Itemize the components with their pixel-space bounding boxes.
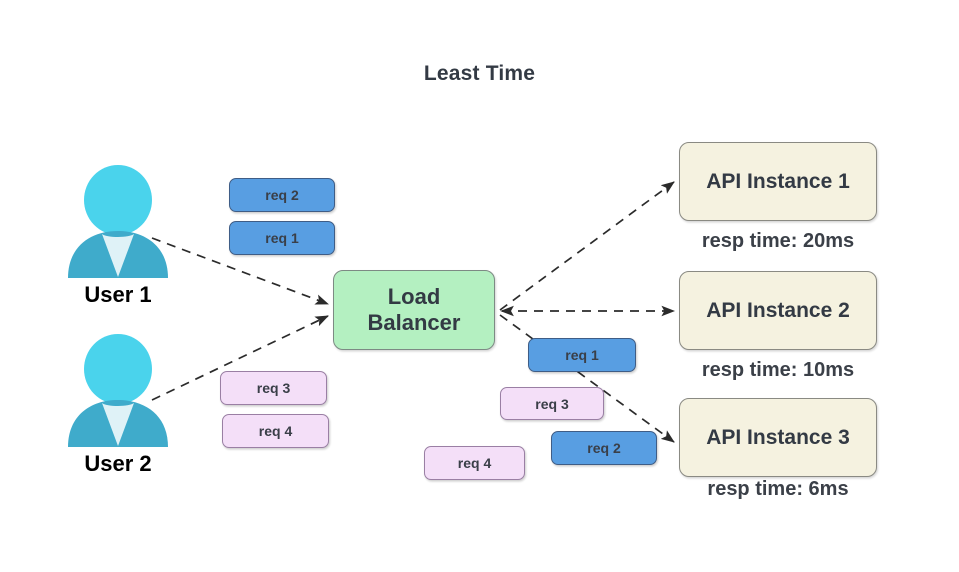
- edge-load-balancer-to-api-1: [499, 181, 675, 311]
- actor-label: User 1: [84, 282, 152, 307]
- api-instance-2-node[interactable]: API Instance 2: [679, 271, 877, 350]
- api-instance-1-resp-time: resp time: 20ms: [701, 230, 855, 252]
- api-instance-label: API Instance 2: [706, 298, 850, 322]
- page-title: Least Time: [423, 62, 536, 85]
- actor-user-2: User 2: [52, 334, 184, 477]
- load-balancer-node[interactable]: Load Balancer: [333, 270, 495, 350]
- api-instance-3-resp-time: resp time: 6ms: [707, 478, 849, 500]
- edge-load-balancer-to-api-3: [499, 314, 675, 443]
- user-avatar-icon: [62, 334, 174, 449]
- api-instance-label: API Instance 1: [706, 169, 850, 193]
- api-instance-2-resp-time: resp time: 10ms: [701, 359, 855, 381]
- request-chip-queued-user1-req2[interactable]: req 2: [229, 178, 335, 212]
- actor-user-1: User 1: [52, 165, 184, 308]
- request-chip-inflight-req3[interactable]: req 3: [500, 387, 604, 420]
- request-chip-queued-user2-req3[interactable]: req 3: [220, 371, 327, 405]
- request-chip-inflight-req4[interactable]: req 4: [424, 446, 525, 480]
- load-balancer-label-line1: Load: [387, 283, 441, 309]
- api-instance-label: API Instance 3: [706, 425, 850, 449]
- api-instance-3-node[interactable]: API Instance 3: [679, 398, 877, 477]
- request-chip-queued-user1-req1[interactable]: req 1: [229, 221, 335, 255]
- actor-label: User 2: [84, 451, 152, 476]
- request-chip-queued-user2-req4[interactable]: req 4: [222, 414, 329, 448]
- request-chip-inflight-req1[interactable]: req 1: [528, 338, 636, 372]
- api-instance-1-node[interactable]: API Instance 1: [679, 142, 877, 221]
- load-balancer-label-line2: Balancer: [367, 310, 461, 335]
- request-chip-inflight-req2[interactable]: req 2: [551, 431, 657, 465]
- user-avatar-icon: [62, 165, 174, 280]
